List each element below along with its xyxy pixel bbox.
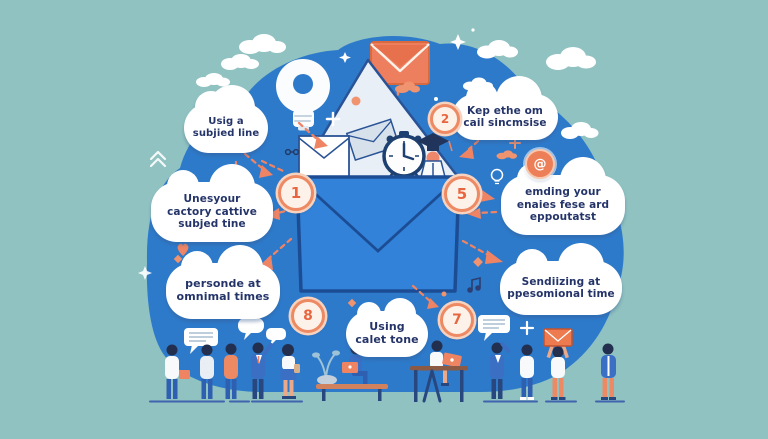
mini-cloud-icon bbox=[395, 81, 420, 93]
callout-text: Kep ethe om cail sincmsise bbox=[463, 104, 547, 129]
envelope-sign-icon bbox=[543, 328, 573, 347]
envelope-fold-lines bbox=[297, 177, 459, 253]
person-5 bbox=[280, 344, 300, 399]
speech-bubble-icon bbox=[478, 315, 510, 341]
heart-icon bbox=[177, 243, 189, 256]
people-row bbox=[149, 328, 625, 403]
speech-bubble-icon bbox=[184, 328, 218, 354]
arrow-heads bbox=[257, 136, 503, 309]
dot bbox=[441, 291, 447, 297]
sparkle-icon bbox=[173, 254, 183, 264]
blob-decorations bbox=[173, 28, 535, 336]
desk bbox=[410, 366, 468, 371]
callout-text: personde at omnimal times bbox=[176, 277, 270, 303]
callout-cloud-7: Using calet tone bbox=[346, 298, 428, 357]
person-1 bbox=[165, 344, 190, 399]
sky-clouds bbox=[196, 34, 599, 139]
person-4 bbox=[251, 342, 273, 399]
callout-cloud-4: emding your enaies fese ard eppoutatst bbox=[501, 157, 625, 235]
callout-text: Unesyour cactory cattive subjed tine bbox=[167, 193, 257, 231]
sparkle-icon bbox=[450, 34, 466, 50]
badge-7: 7 bbox=[440, 303, 474, 337]
callout-text: Usig a subjied line bbox=[192, 116, 260, 139]
callout-text: emding your enaies fese ard eppoutatst bbox=[516, 186, 610, 224]
bag-icon bbox=[294, 364, 300, 373]
dot bbox=[351, 96, 361, 106]
seated-worker-1 bbox=[312, 343, 388, 401]
briefcase-icon bbox=[179, 370, 190, 379]
callout-cloud-1: Usig a subjied line bbox=[184, 85, 268, 153]
mini-cloud-icon bbox=[496, 150, 517, 160]
cloud-icon bbox=[221, 54, 259, 70]
person-2 bbox=[200, 344, 214, 399]
speech-bubbles bbox=[184, 315, 510, 354]
sparkle-icon bbox=[325, 111, 341, 127]
badge-1: 1 bbox=[278, 175, 314, 211]
lightbulb-icon bbox=[276, 59, 330, 131]
cloud-icon bbox=[477, 40, 518, 59]
main-envelope bbox=[295, 58, 461, 293]
bench bbox=[316, 384, 388, 389]
badge-2: 2 bbox=[430, 104, 460, 134]
dot bbox=[471, 28, 475, 32]
laptop-icon bbox=[342, 362, 358, 373]
plant-icon bbox=[312, 350, 340, 385]
chevron-up-icon bbox=[149, 150, 167, 168]
letter-white-envelope-icon bbox=[298, 135, 350, 178]
cloud-icon bbox=[196, 73, 230, 87]
person-11 bbox=[601, 343, 616, 400]
cloud-icon bbox=[546, 47, 596, 70]
cloud-icon bbox=[561, 122, 599, 139]
callout-cloud-2: Kep ethe om cail sincmsise bbox=[452, 76, 558, 140]
music-note-icon bbox=[467, 276, 481, 293]
person-9 bbox=[520, 344, 534, 400]
badge-5: 5 bbox=[444, 176, 480, 212]
dot bbox=[434, 97, 438, 101]
sparkle-icon bbox=[138, 266, 152, 280]
badge-8: 8 bbox=[291, 299, 325, 333]
laptop-icon bbox=[442, 352, 462, 368]
lightbulb-outline-icon bbox=[490, 168, 504, 185]
person-3 bbox=[224, 343, 238, 399]
sparkle-icon bbox=[519, 320, 535, 336]
sparkle-icon bbox=[339, 52, 351, 63]
callout-cloud-5: personde at omnimal times bbox=[166, 245, 280, 319]
callout-text: Using calet tone bbox=[355, 320, 419, 346]
person-10-holding-envelope bbox=[543, 328, 573, 400]
callout-text: Sendiizing at ppesomional time bbox=[507, 275, 615, 300]
callout-cloud-6: Sendiizing at ppesomional time bbox=[500, 243, 622, 315]
speech-bubble-icon bbox=[238, 318, 264, 340]
sparkle-icon bbox=[347, 298, 357, 308]
seated-worker-2 bbox=[410, 340, 468, 403]
envelope-front bbox=[295, 175, 461, 293]
cloud-icon bbox=[239, 34, 286, 54]
sparkle-icon bbox=[473, 257, 483, 267]
person-8 bbox=[490, 341, 511, 399]
glasses-icon bbox=[284, 148, 300, 156]
at-badge: @ bbox=[525, 149, 555, 179]
callout-cloud-3: Unesyour cactory cattive subjed tine bbox=[151, 164, 273, 242]
